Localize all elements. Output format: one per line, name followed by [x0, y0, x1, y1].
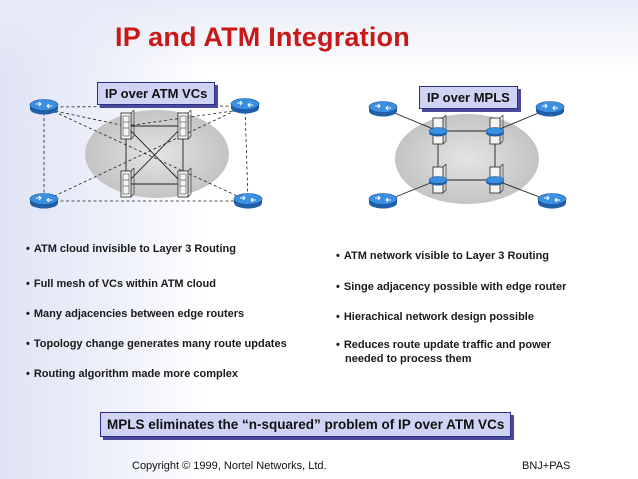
router-icon: [230, 98, 260, 114]
list-item: •ATM network visible to Layer 3 Routing: [336, 250, 550, 262]
router-icon: [535, 101, 565, 117]
list-item: •Reduces route update traffic and power …: [336, 339, 552, 365]
list-item: •Singe adjacency possible with edge rout…: [336, 281, 567, 293]
list-item: •ATM cloud invisible to Layer 3 Routing: [26, 243, 236, 255]
list-item: •Topology change generates many route up…: [26, 338, 287, 350]
ip-over-mpls-label: IP over MPLS: [419, 86, 518, 109]
background-gradient: [0, 0, 205, 479]
router-icon: [29, 193, 59, 209]
list-item: •Hierachical network design possible: [336, 311, 534, 323]
router-icon: [537, 193, 567, 209]
router-icon: [368, 193, 398, 209]
router-icon: [233, 193, 263, 209]
ip-over-mpls-diagram: [368, 101, 567, 209]
slide-title: IP and ATM Integration: [115, 22, 410, 52]
list-item: •Many adjacencies between edge routers: [26, 308, 245, 320]
mpls-summary-label: MPLS eliminates the “n-squared” problem …: [100, 412, 512, 437]
atm-cloud: [85, 110, 229, 198]
router-icon: [368, 101, 398, 117]
mpls-cloud: [395, 114, 539, 204]
author-initials: BNJ+PAS: [522, 460, 571, 472]
ip-over-atm-label: IP over ATM VCs: [97, 82, 216, 105]
list-item-continuation: needed to process them: [345, 353, 472, 365]
copyright-text: Copyright © 1999, Nortel Networks, Ltd.: [132, 460, 327, 472]
list-item: •Full mesh of VCs within ATM cloud: [26, 278, 216, 290]
ip-over-atm-diagram: [29, 98, 263, 209]
router-icon: [29, 99, 59, 115]
list-item: •Routing algorithm made more complex: [26, 368, 238, 380]
background-top-fade: [0, 0, 638, 70]
